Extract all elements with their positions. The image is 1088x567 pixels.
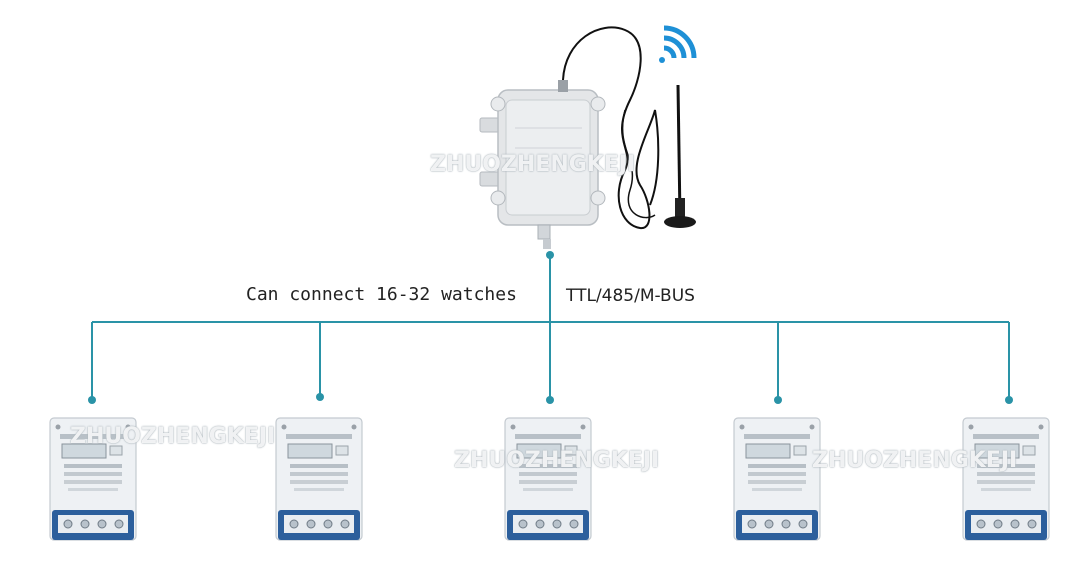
- electric-meter-5: [962, 417, 1050, 541]
- gateway-device: [479, 26, 660, 249]
- dot-meter-2: [316, 393, 324, 401]
- protocol-label: TTL/485/M-BUS: [566, 286, 695, 306]
- dot-meter-1: [88, 396, 96, 404]
- watermark-1: ZHUOZHENGKEJI: [430, 152, 636, 177]
- electric-meter-2: [275, 417, 363, 541]
- watermark-4: ZHUOZHENGKEJI: [812, 448, 1018, 473]
- junction-dots: [88, 251, 1013, 404]
- dot-meter-3: [546, 396, 554, 404]
- wifi-icon: [659, 25, 697, 63]
- watermark-3: ZHUOZHENGKEJI: [454, 448, 660, 473]
- electric-meter-4: [733, 417, 821, 541]
- watermark-2: ZHUOZHENGKEJI: [70, 424, 276, 449]
- connect-label: Can connect 16-32 watches: [246, 284, 517, 305]
- electric-meter-1: [49, 417, 137, 541]
- dot-gateway: [546, 251, 554, 259]
- dot-meter-5: [1005, 396, 1013, 404]
- meters: [49, 417, 1050, 541]
- dot-meter-4: [774, 396, 782, 404]
- electric-meter-3: [504, 417, 592, 541]
- antenna-icon: [664, 84, 696, 228]
- bus-lines: [91, 255, 1010, 400]
